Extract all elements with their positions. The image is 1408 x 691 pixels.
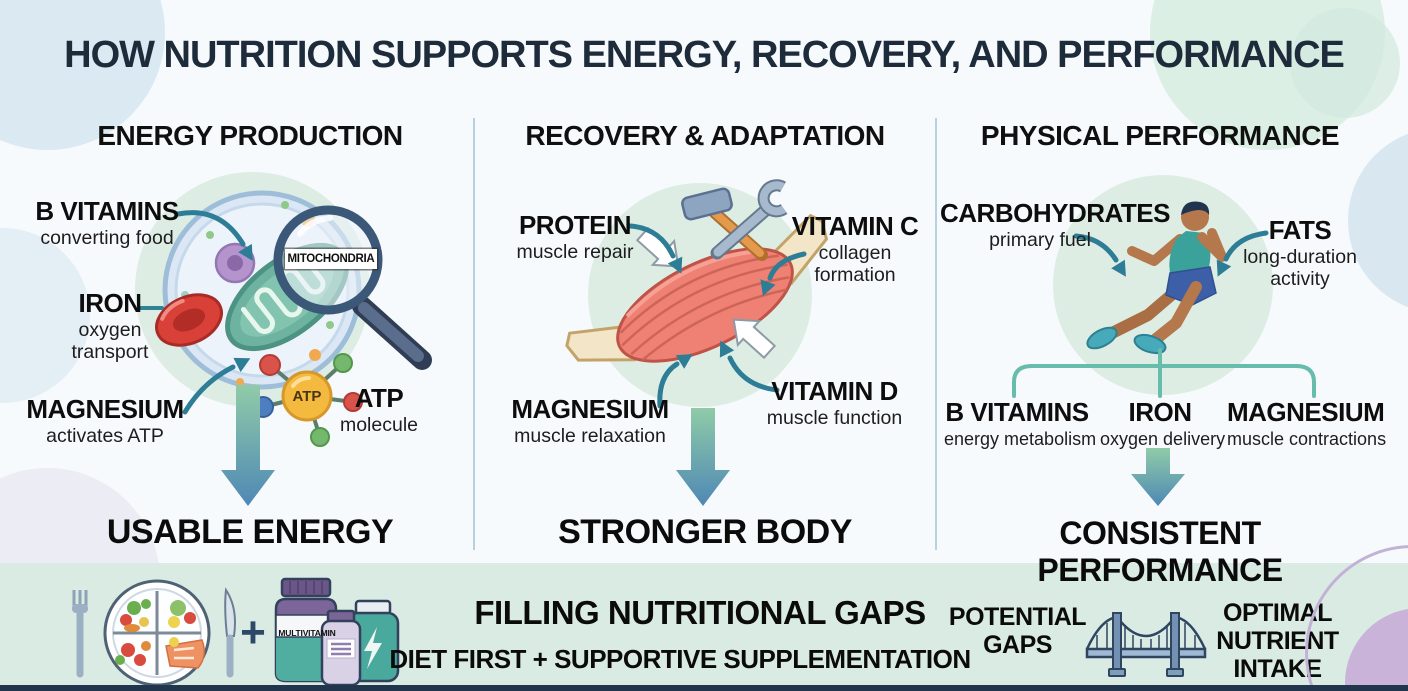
healthy-plate-icon — [72, 579, 236, 687]
atp-molecule — [252, 353, 363, 447]
label-iron-energy-title: IRON — [78, 288, 143, 318]
iron-connector-line — [138, 306, 164, 310]
label-magnesium-recovery-desc: muscle relaxation — [514, 425, 666, 448]
result-usable-energy: USABLE ENERGY — [106, 513, 394, 551]
arrow-carbohydrates-to-runner — [1073, 233, 1126, 277]
mitochondria-label: MITOCHONDRIA — [285, 249, 377, 269]
label-magnesium-recovery-title: MAGNESIUM — [511, 394, 669, 424]
arrow-fats-to-runner — [1216, 230, 1269, 277]
label-vitamin-d: VITAMIN D muscle function — [762, 376, 907, 430]
arrow-magnesium-to-muscle — [657, 354, 693, 409]
label-vitamin-d-desc: muscle function — [766, 407, 903, 430]
column-heading-performance: PHYSICAL PERFORMANCE — [980, 120, 1340, 151]
label-vitamin-c-desc: collagen formation — [814, 242, 896, 287]
label-atp-title: ATP — [354, 383, 404, 413]
column-heading-recovery: RECOVERY & ADAPTATION — [525, 120, 885, 151]
wrench-icon — [710, 179, 788, 260]
label-iron-energy-desc: oxygen transport — [71, 319, 149, 364]
fork-icon — [72, 590, 88, 678]
column-divider-left — [473, 118, 475, 550]
label-magnesium-performance: MAGNESIUM muscle contractions — [1227, 397, 1387, 450]
label-carbohydrates-title: CARBOHYDRATES — [940, 198, 1170, 228]
potential-gaps-label: POTENTIAL GAPS — [948, 603, 1087, 659]
bracket-connector — [1012, 348, 1316, 398]
label-iron-performance-title: IRON — [1128, 397, 1193, 427]
label-vitamin-d-title: VITAMIN D — [771, 376, 898, 406]
label-magnesium-energy-desc: activates ATP — [46, 425, 164, 448]
runner-illustration — [1086, 201, 1227, 355]
decor-circle-top-right-small — [1290, 8, 1400, 118]
column-heading-energy: ENERGY PRODUCTION — [97, 120, 403, 151]
label-vitamin-c-title: VITAMIN C — [791, 211, 919, 241]
label-vitamin-c: VITAMIN C collagen formation — [785, 211, 925, 287]
arrow-vitamin-d-to-muscle — [719, 340, 780, 393]
runner-backdrop-circle — [1053, 175, 1273, 395]
label-b-vitamins-energy: B VITAMINS converting food — [22, 196, 192, 250]
red-blood-cell — [155, 293, 223, 347]
down-arrow-consistent-performance — [1131, 448, 1185, 506]
down-arrow-usable-energy — [221, 385, 275, 506]
arrow-vitamin-c-to-muscle — [760, 251, 807, 297]
arrow-b-vitamins-to-cell — [175, 210, 253, 261]
label-carbohydrates: CARBOHYDRATES primary fuel — [940, 198, 1170, 252]
label-magnesium-energy-title: MAGNESIUM — [26, 394, 184, 424]
label-magnesium-performance-title: MAGNESIUM — [1227, 397, 1385, 427]
label-carbohydrates-desc: primary fuel — [989, 229, 1091, 252]
label-atp-desc: molecule — [339, 414, 419, 437]
bridge-icon — [1085, 612, 1207, 677]
down-arrow-stronger-body — [676, 408, 730, 506]
label-fats-desc: long-duration activity — [1243, 246, 1357, 291]
label-protein-title: PROTEIN — [518, 210, 632, 240]
result-consistent-performance: CONSISTENT PERFORMANCE — [1037, 515, 1283, 588]
banner-heading: FILLING NUTRITIONAL GAPS — [474, 594, 926, 631]
label-b-vitamins-performance: B VITAMINS energy metabolism — [944, 397, 1097, 450]
label-protein-desc: muscle repair — [516, 241, 634, 264]
runner-figure — [1086, 201, 1227, 355]
plus-sign: + — [240, 608, 266, 657]
plate-food — [115, 599, 205, 669]
small-bottle — [320, 609, 362, 687]
label-b-vitamins-energy-desc: converting food — [40, 227, 174, 250]
knife-icon — [224, 587, 236, 678]
multivitamin-label: MULTIVITAMIN — [278, 628, 336, 638]
label-iron-energy: IRON oxygen transport — [55, 288, 165, 364]
footer-bar — [0, 685, 1408, 691]
arrow-protein-to-muscle — [627, 223, 683, 274]
label-iron-performance-desc: oxygen delivery — [1100, 429, 1226, 450]
label-magnesium-recovery: MAGNESIUM muscle relaxation — [510, 394, 670, 448]
label-iron-performance: IRON oxygen delivery — [1100, 397, 1226, 450]
result-stronger-body: STRONGER BODY — [558, 513, 852, 551]
label-b-vitamins-performance-desc: energy metabolism — [944, 429, 1097, 450]
arrow-magnesium-to-cell — [182, 357, 251, 415]
label-atp-molecule: ATP molecule — [319, 383, 439, 437]
repair-arrow-bottom — [732, 318, 777, 360]
label-fats-title: FATS — [1268, 215, 1332, 245]
atp-badge-label: ATP — [292, 388, 322, 405]
banner-subheading: DIET FIRST + SUPPORTIVE SUPPLEMENTATION — [389, 644, 971, 674]
supplement-bottles-icon — [274, 577, 400, 687]
label-protein: PROTEIN muscle repair — [505, 210, 645, 264]
label-b-vitamins-performance-title: B VITAMINS — [945, 397, 1089, 427]
muscle-shape — [565, 213, 829, 363]
label-b-vitamins-energy-title: B VITAMINS — [35, 196, 179, 226]
page-title: HOW NUTRITION SUPPORTS ENERGY, RECOVERY,… — [64, 34, 1345, 76]
label-magnesium-performance-desc: muscle contractions — [1227, 429, 1387, 450]
column-divider-right — [935, 118, 937, 550]
label-magnesium-energy: MAGNESIUM activates ATP — [20, 394, 190, 448]
label-fats: FATS long-duration activity — [1240, 215, 1360, 291]
